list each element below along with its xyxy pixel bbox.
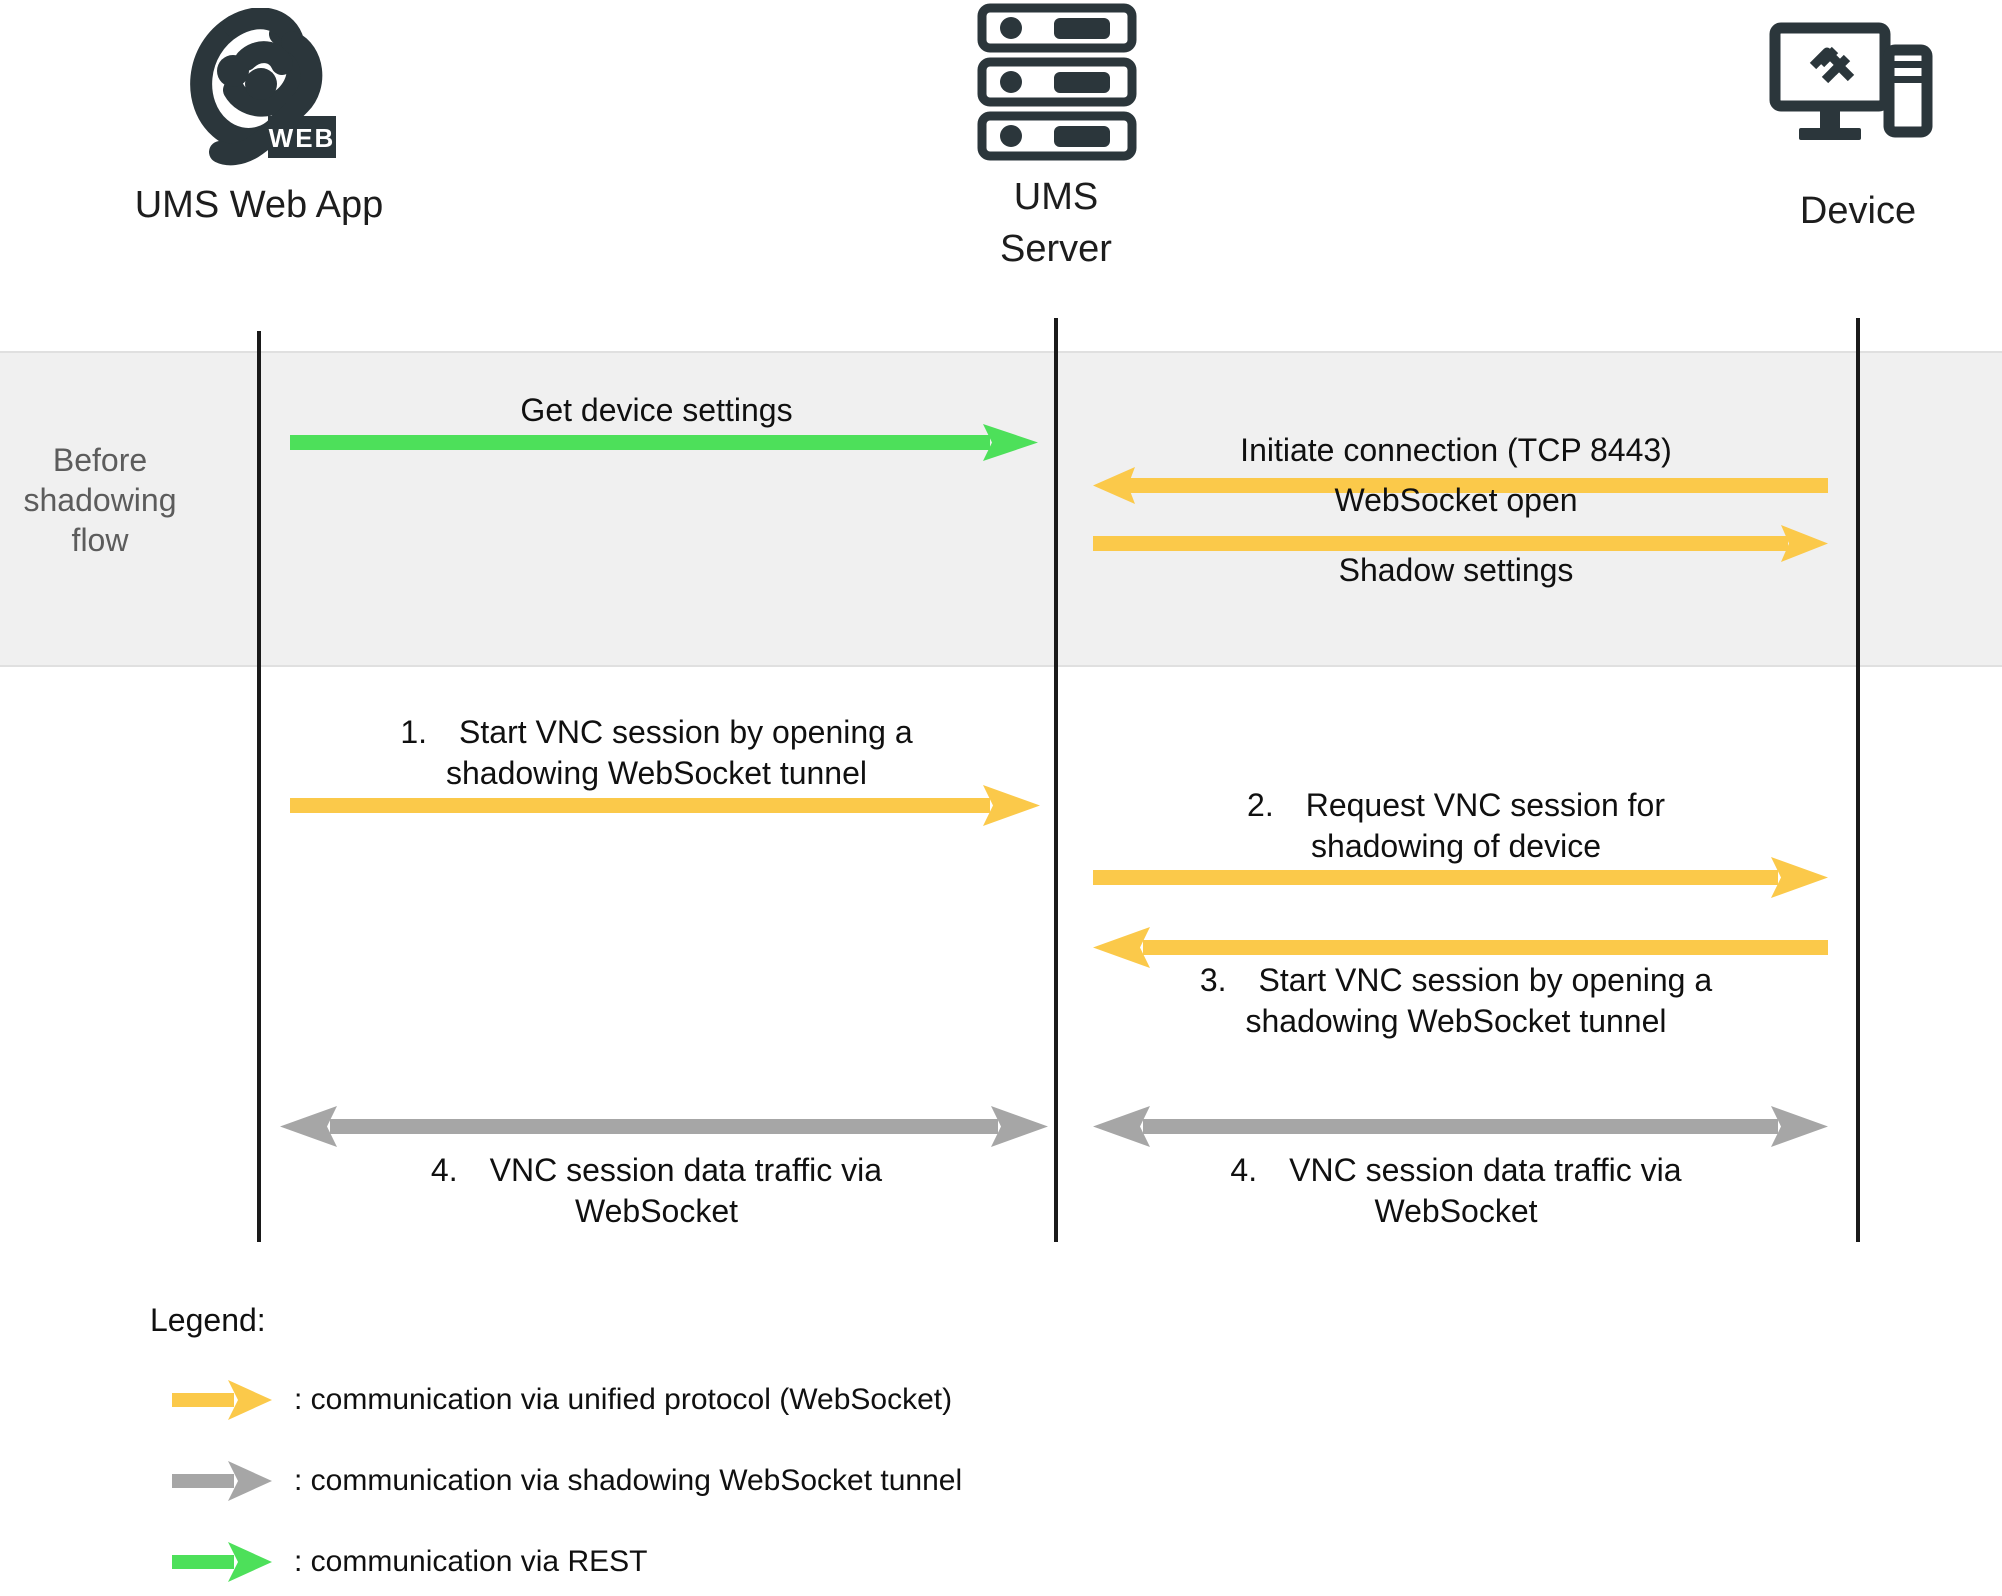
message-arrow-initiate-connection — [1093, 467, 1828, 504]
actor-ums-web-app: WEB UMS Web App — [49, 7, 469, 231]
legend-arrow-websocket-icon — [172, 1380, 272, 1420]
message-arrow-websocket-open — [1093, 525, 1828, 562]
message-label-get-device-settings: Get device settings — [520, 392, 793, 428]
lifeline-ums-web-app — [257, 331, 261, 1242]
phase-label-before-shadowing: Before shadowing flow — [23, 442, 177, 558]
message-label-shadow-settings: Shadow settings — [1338, 552, 1574, 588]
message-arrow-step-4-left — [280, 1106, 1048, 1147]
legend-arrow-rest-icon — [172, 1542, 272, 1582]
actor-label-ums-web-app: UMS Web App — [134, 184, 384, 226]
message-label-websocket-open: WebSocket open — [1334, 482, 1578, 518]
before-shadowing-phase-band — [0, 351, 2002, 667]
ums-web-logo-icon: WEB — [49, 7, 469, 173]
legend-title: Legend: — [150, 1302, 266, 1338]
message-label-step-3: 3. Start VNC session by opening a shadow… — [1199, 962, 1713, 1039]
legend-arrow-tunnel-icon — [172, 1461, 272, 1501]
lifeline-ums-server — [1054, 318, 1058, 1242]
message-label-step-4-right: 4. VNC session data traffic via WebSocke… — [1230, 1152, 1682, 1229]
message-label-step-1: 1. Start VNC session by opening a shadow… — [400, 714, 913, 791]
message-label-initiate-connection: Initiate connection (TCP 8443) — [1240, 432, 1672, 468]
message-label-step-4-left: 4. VNC session data traffic via WebSocke… — [430, 1152, 883, 1229]
lifeline-device — [1856, 318, 1860, 1242]
legend-text-rest: : communication via REST — [294, 1545, 648, 1578]
actor-label-ums-server: UMS Server — [1000, 176, 1112, 270]
legend-item-websocket: : communication via unified protocol (We… — [172, 1377, 952, 1423]
svg-text:WEB: WEB — [268, 123, 335, 153]
actor-label-device: Device — [1799, 190, 1917, 232]
message-label-step-2: 2. Request VNC session for shadowing of … — [1247, 787, 1665, 864]
legend-item-rest: : communication via REST — [172, 1539, 647, 1585]
actor-device: Device — [1648, 14, 2002, 237]
desktop-computer-icon — [1648, 14, 2002, 179]
legend-text-websocket: : communication via unified protocol (We… — [294, 1383, 953, 1416]
message-arrow-step-4-right — [1093, 1106, 1828, 1147]
actor-ums-server: UMS Server — [846, 0, 1266, 275]
server-rack-icon — [846, 0, 1266, 165]
message-arrow-step-2 — [1093, 857, 1828, 898]
message-arrow-step-1 — [290, 785, 1040, 826]
message-arrow-get-device-settings — [290, 424, 1038, 461]
legend-item-tunnel: : communication via shadowing WebSocket … — [172, 1458, 962, 1504]
legend-text-tunnel: : communication via shadowing WebSocket … — [294, 1464, 963, 1497]
message-arrow-step-3 — [1093, 927, 1828, 968]
